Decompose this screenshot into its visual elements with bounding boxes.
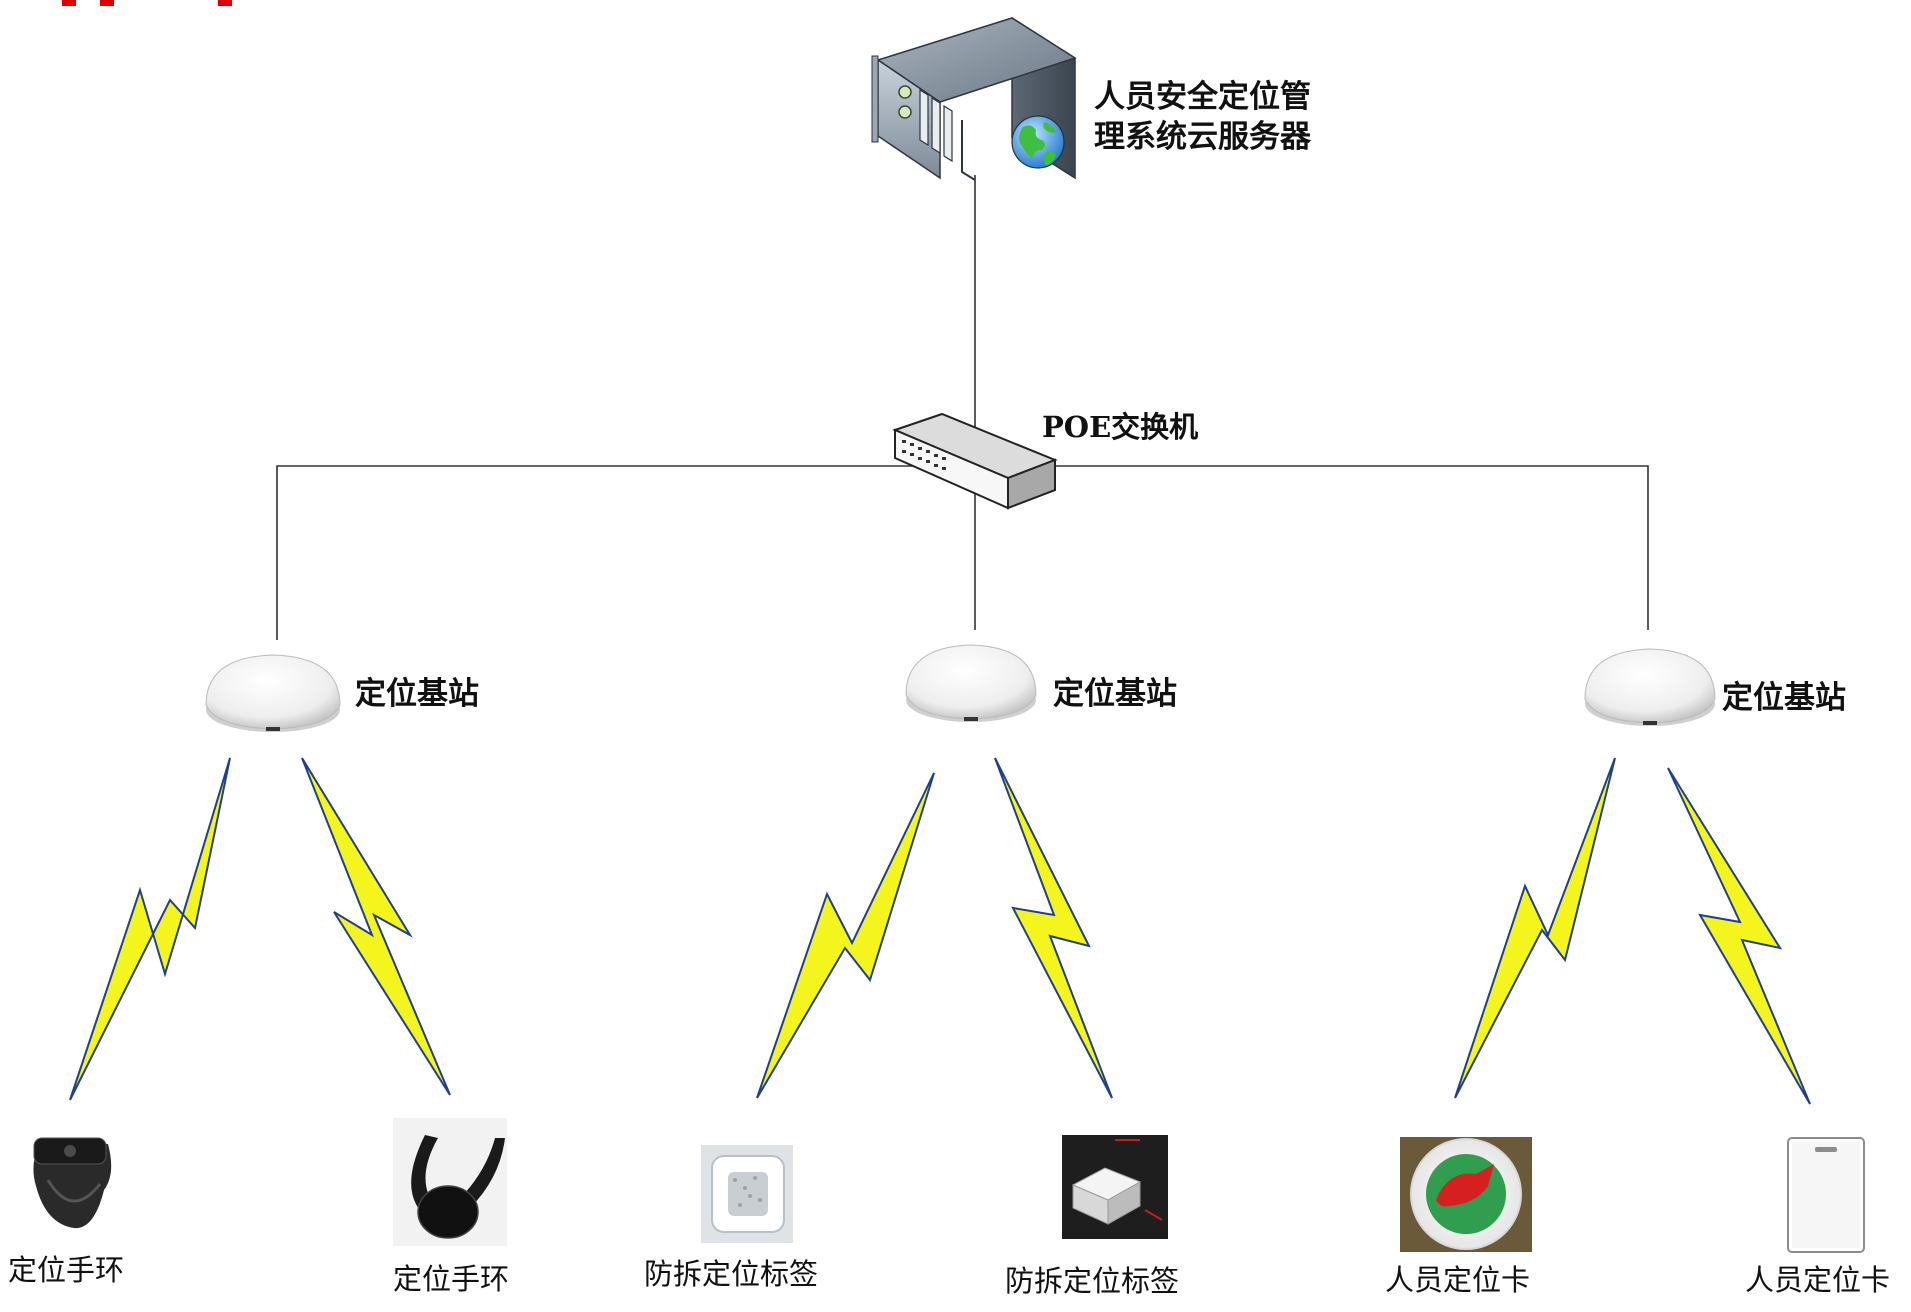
lightning-bolt-4: [994, 757, 1113, 1099]
round-watch-icon: [393, 1118, 507, 1246]
device-label-4: 防拆定位标签: [1005, 1264, 1180, 1298]
lightning-bolt-6: [1667, 767, 1811, 1105]
round-card-icon: [1400, 1137, 1532, 1252]
base-station-label-3: 定位基站: [1722, 680, 1846, 716]
switch-left-line: [276, 465, 920, 640]
base-station-icon-3: [1584, 648, 1716, 726]
red-mark-2: [100, 0, 114, 6]
lightning-bolt-1: [69, 757, 231, 1101]
base-station-label-2: 定位基站: [1053, 676, 1177, 712]
white-card-icon: [1787, 1137, 1865, 1253]
poe-switch-icon: [892, 412, 1058, 510]
lightning-bolt-3: [756, 772, 935, 1099]
device-label-6: 人员定位卡: [1745, 1263, 1891, 1297]
switch-right-line: [1030, 465, 1649, 630]
square-tag-icon: [701, 1145, 793, 1243]
red-mark-3: [218, 0, 232, 6]
device-label-1: 定位手环: [8, 1253, 125, 1287]
device-label-5: 人员定位卡: [1385, 1263, 1531, 1297]
switch-label: POE交换机: [1042, 410, 1199, 444]
base-station-label-1: 定位基站: [355, 676, 479, 712]
connection-lines: [276, 175, 1649, 640]
base-station-icon-1: [205, 654, 341, 732]
server-label-line2: 理系统云服务器: [1094, 119, 1311, 155]
device-label-3: 防拆定位标签: [644, 1257, 819, 1291]
lightning-bolt-2: [301, 757, 451, 1096]
box-tag-icon: [1062, 1135, 1168, 1239]
server-label-line1: 人员安全定位管: [1094, 79, 1311, 115]
base-station-icon-2: [905, 644, 1037, 722]
red-mark-1: [62, 0, 76, 6]
wireless-links: [69, 757, 1811, 1105]
device-label-2: 定位手环: [393, 1262, 510, 1296]
lightning-bolt-5: [1454, 757, 1616, 1099]
wristband-icon: [33, 1137, 112, 1229]
server-icon: [871, 16, 1077, 181]
